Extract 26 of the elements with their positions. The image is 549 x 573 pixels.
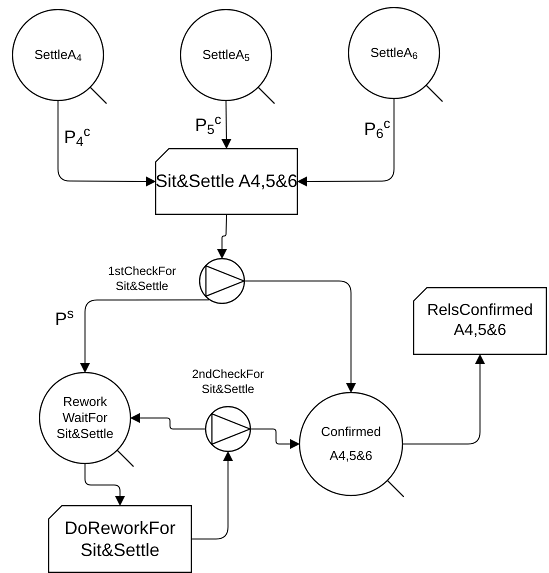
card-box	[413, 287, 547, 355]
arrow	[250, 428, 300, 449]
arrow	[402, 354, 485, 444]
arrow	[244, 280, 356, 393]
card-label: Sit&Settle A4,5&6	[155, 170, 298, 193]
state-label: SettleA$_{5}$	[201, 46, 251, 64]
arrow	[192, 451, 233, 540]
arrow	[58, 100, 156, 186]
gate-label: 2ndCheckFor Sit&Settle	[190, 367, 266, 397]
state-label: SettleA$_{6}$	[369, 44, 419, 62]
edge-label: P$^{s}$	[55, 310, 74, 328]
card-box	[155, 148, 298, 215]
arrow	[217, 214, 227, 259]
card-label: RelsConfirmed A4,5&6	[426, 301, 534, 341]
state-label: A4,5&6	[328, 448, 374, 464]
arrow	[84, 464, 125, 506]
arrow	[297, 98, 394, 186]
arrow	[80, 299, 210, 373]
state-label: SettleA$_{4}$	[33, 46, 83, 64]
state-label: Confirmed	[320, 424, 382, 440]
card-label: DoReworkFor Sit&Settle	[63, 516, 177, 562]
state-label: Rework WaitFor Sit&Settle	[55, 394, 115, 442]
card-box	[48, 505, 192, 573]
arrow	[221, 100, 232, 149]
arrow	[130, 413, 206, 430]
gate-label: 1stCheckFor Sit&Settle	[106, 264, 178, 294]
